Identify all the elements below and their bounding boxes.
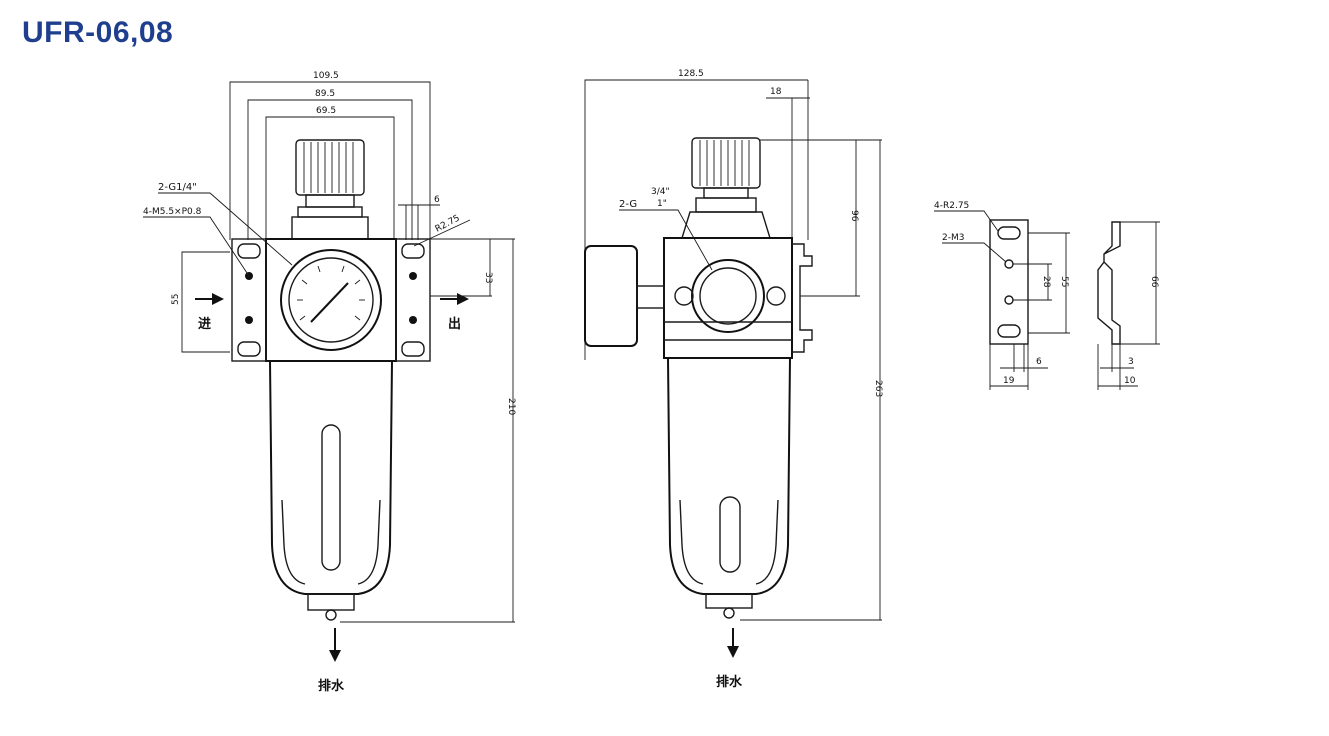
dim-210: 210 (506, 398, 516, 415)
side-port-size-bottom: 1" (657, 199, 667, 209)
bowl-rib-left (281, 499, 306, 585)
dim-33: 33 (483, 272, 493, 283)
side-port-outer (691, 259, 765, 333)
bracket-dim-19: 19 (1003, 376, 1015, 386)
bracket-plate (989, 219, 1029, 345)
bracket-dim-28: 28 (1041, 276, 1051, 288)
side-port-size-top: 3/4" (651, 187, 670, 197)
bracket-right (395, 238, 431, 362)
dim-89: 89.5 (315, 89, 335, 99)
dim-r: R2.75 (434, 213, 462, 234)
dim-frame-69 (265, 116, 395, 240)
slot-br (401, 341, 425, 357)
pressure-gauge-face (288, 257, 374, 343)
slot-bl (237, 341, 261, 357)
gauge-ticks (297, 265, 365, 321)
dim-18: 18 (770, 87, 782, 97)
side-collar (703, 187, 749, 199)
sight-window (321, 424, 341, 571)
bracket-slot-bottom (997, 324, 1021, 338)
filter-bowl (269, 360, 393, 595)
bracket-hole-2 (1004, 295, 1014, 305)
port-label: 2-G1/4" (158, 182, 197, 193)
mount-hole-4 (409, 316, 417, 324)
inlet-label: 进 (198, 317, 211, 332)
bracket-hole-label: 2-M3 (942, 233, 964, 243)
side-bonnet-nut (695, 197, 757, 213)
side-screw-left (674, 286, 694, 306)
bracket-front-view: 4-R2.75 2-M3 28 55 6 19 (934, 201, 1070, 390)
knob-collar (305, 194, 355, 208)
knob-ribs (303, 142, 354, 193)
bracket-profile (1097, 221, 1121, 345)
bracket-dim-6: 6 (1036, 357, 1042, 367)
side-bowl (667, 357, 791, 595)
dim-6: 6 (434, 195, 440, 205)
bracket-slot-label: 4-R2.75 (934, 201, 969, 211)
gauge-needle (310, 282, 349, 323)
bracket-hole-1 (1004, 259, 1014, 269)
page-title: UFR-06,08 (22, 16, 174, 49)
dim-128-frame (584, 79, 808, 360)
side-drain-valve (705, 593, 753, 609)
port-leader (158, 192, 293, 266)
slot-tr (401, 243, 425, 259)
bracket-dim-66: 66 (1149, 276, 1159, 288)
drain-label: 排水 (318, 678, 345, 694)
bracket-side-view: 66 3 10 (1097, 221, 1160, 390)
drain-valve (307, 593, 355, 611)
regulator-knob (295, 139, 365, 196)
bonnet-nut (297, 206, 363, 218)
outlet-label: 出 (448, 316, 461, 332)
dim-263: 263 (873, 380, 883, 397)
side-sight-window (719, 496, 741, 573)
side-bonnet (681, 211, 771, 239)
dim-96: 96 (849, 210, 859, 222)
mount-hole-leader (143, 216, 250, 277)
dim-frame-89 (247, 99, 413, 240)
side-port-leader (619, 209, 713, 271)
bracket-slot-top (997, 226, 1021, 240)
side-view: 128.5 18 (584, 69, 883, 690)
front-view: 109.5 89.5 69.5 (143, 71, 516, 694)
side-gauge (584, 245, 638, 347)
slot-tl (237, 243, 261, 259)
side-gauge-stem (636, 285, 665, 309)
dim-55: 55 (171, 294, 181, 305)
dim-55-frame (181, 251, 230, 353)
mount-hole-label: 4-M5.5×P0.8 (143, 207, 202, 217)
dim-128: 128.5 (678, 69, 704, 79)
side-port-inner (699, 267, 757, 325)
dim-109: 109.5 (313, 71, 339, 81)
pressure-gauge-bezel (280, 249, 382, 351)
bonnet (291, 216, 369, 240)
mount-hole-3 (409, 272, 417, 280)
bracket-dim-55: 55 (1059, 276, 1069, 287)
mount-hole-2 (245, 316, 253, 324)
bracket-left (231, 238, 267, 362)
drain-nipple (325, 609, 337, 621)
side-port-label: 2-G (619, 199, 637, 210)
bracket-dim-3: 3 (1128, 357, 1134, 367)
side-drain-label: 排水 (716, 674, 743, 690)
side-bracket (792, 243, 813, 353)
bowl-rib-right (357, 499, 381, 585)
dim-frame-109 (229, 81, 431, 240)
side-knob (691, 137, 761, 189)
dim-69: 69.5 (316, 106, 336, 116)
side-screw-right (766, 286, 786, 306)
dim-r-leader (413, 219, 471, 247)
bracket-dim-10: 10 (1124, 376, 1136, 386)
